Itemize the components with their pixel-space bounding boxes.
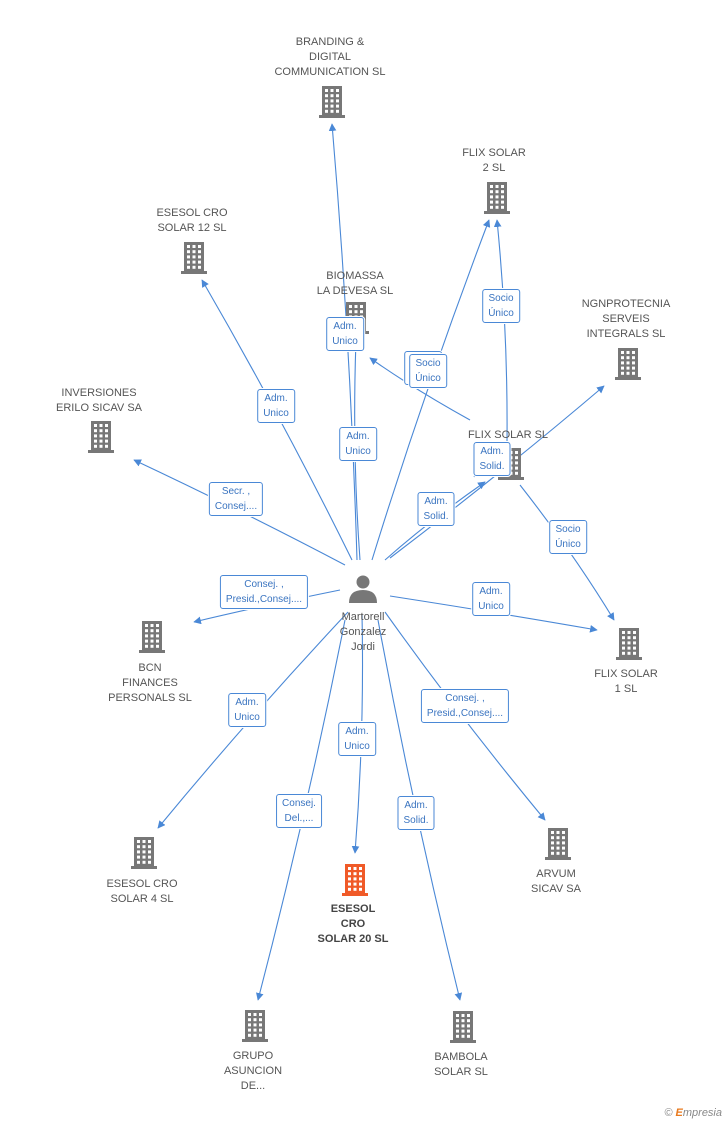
company-label-bcn[interactable]: BCN FINANCES PERSONALS SL bbox=[108, 662, 192, 704]
company-label-branding[interactable]: BRANDING & DIGITAL COMMUNICATION SL bbox=[274, 36, 386, 78]
edge-label-person-inversiones[interactable]: Secr. , Consej.... bbox=[208, 482, 264, 516]
building-icon-inversiones[interactable] bbox=[88, 421, 114, 453]
edge-label-person-biomassa[interactable]: Adm. Unico bbox=[339, 427, 377, 461]
edge-label-person-esesol12[interactable]: Adm. Unico bbox=[257, 389, 295, 423]
building-icon-ngnprotecnia[interactable] bbox=[615, 348, 641, 380]
brand-rest: mpresia bbox=[682, 1107, 722, 1119]
company-label-ngnprotecnia[interactable]: NGNPROTECNIA SERVEIS INTEGRALS SL bbox=[581, 298, 671, 340]
person-icon[interactable] bbox=[349, 575, 377, 604]
edge-flixsl-flix2 bbox=[493, 219, 508, 443]
edge-label-person-branding[interactable]: Adm. Unico bbox=[326, 317, 364, 351]
edge-label-person-flixsl[interactable]: Adm. Solid. bbox=[417, 492, 455, 526]
building-icon-bcn[interactable] bbox=[139, 621, 165, 653]
company-label-esesol20[interactable]: ESESOL CRO SOLAR 20 SL bbox=[317, 903, 389, 945]
empresia-logo: © Empresia bbox=[664, 1107, 722, 1119]
building-icon-esesol4[interactable] bbox=[131, 837, 157, 869]
edge-person-flix2 bbox=[371, 219, 491, 561]
edge-label-person-esesol4[interactable]: Adm. Unico bbox=[228, 693, 266, 727]
building-icon-grupo[interactable] bbox=[242, 1010, 268, 1042]
edge-label-person-arvum[interactable]: Consej. , Presid.,Consej.... bbox=[420, 689, 510, 723]
edge-label-flixsl-flix1[interactable]: Socio Único bbox=[549, 520, 587, 554]
building-icon-esesol20[interactable] bbox=[342, 864, 368, 896]
company-label-arvum[interactable]: ARVUM SICAV SA bbox=[531, 868, 581, 895]
company-label-inversiones[interactable]: INVERSIONES ERILO SICAV SA bbox=[56, 387, 142, 414]
building-icon-arvum[interactable] bbox=[545, 828, 571, 860]
edge-label-person-bambola[interactable]: Adm. Solid. bbox=[397, 796, 435, 830]
company-label-esesol12[interactable]: ESESOL CRO SOLAR 12 SL bbox=[156, 207, 228, 234]
edge-label-flixsl-ngnprotecnia[interactable]: Adm. Solid. bbox=[473, 442, 511, 476]
edge-label-flixsl-biomassa[interactable]: Socio Único bbox=[409, 354, 447, 388]
company-label-esesol4[interactable]: ESESOL CRO SOLAR 4 SL bbox=[106, 878, 178, 905]
company-label-bambola[interactable]: BAMBOLA SOLAR SL bbox=[434, 1051, 488, 1078]
building-icon-branding[interactable] bbox=[319, 86, 345, 118]
brand-e: E bbox=[675, 1107, 683, 1119]
edge-label-person-bcn[interactable]: Consej. , Presid.,Consej.... bbox=[219, 575, 309, 609]
edge-label-person-grupo[interactable]: Consej. Del.,... bbox=[276, 794, 322, 828]
company-label-flixsl[interactable]: FLIX SOLAR SL bbox=[467, 429, 549, 441]
edge-label-person-esesol20[interactable]: Adm. Unico bbox=[338, 722, 376, 756]
company-label-biomassa[interactable]: BIOMASSA LA DEVESA SL bbox=[316, 270, 394, 297]
building-icon-esesol12[interactable] bbox=[181, 242, 207, 274]
building-icon-bambola[interactable] bbox=[450, 1011, 476, 1043]
building-icon-flix2[interactable] bbox=[484, 182, 510, 214]
company-label-flix2[interactable]: FLIX SOLAR 2 SL bbox=[462, 147, 526, 174]
company-label-grupo[interactable]: GRUPO ASUNCION DE... bbox=[223, 1050, 283, 1092]
person-label[interactable]: Martorell Gonzalez Jordi bbox=[339, 611, 387, 653]
company-label-flix1[interactable]: FLIX SOLAR 1 SL bbox=[594, 668, 658, 695]
building-icon-flix1[interactable] bbox=[616, 628, 642, 660]
edge-label-person-flix1[interactable]: Adm. Unico bbox=[472, 582, 510, 616]
edge-flixsl-biomassa bbox=[369, 357, 471, 421]
edge-label-flixsl-flix2[interactable]: Socio Único bbox=[482, 289, 520, 323]
copyright-symbol: © bbox=[664, 1107, 673, 1119]
